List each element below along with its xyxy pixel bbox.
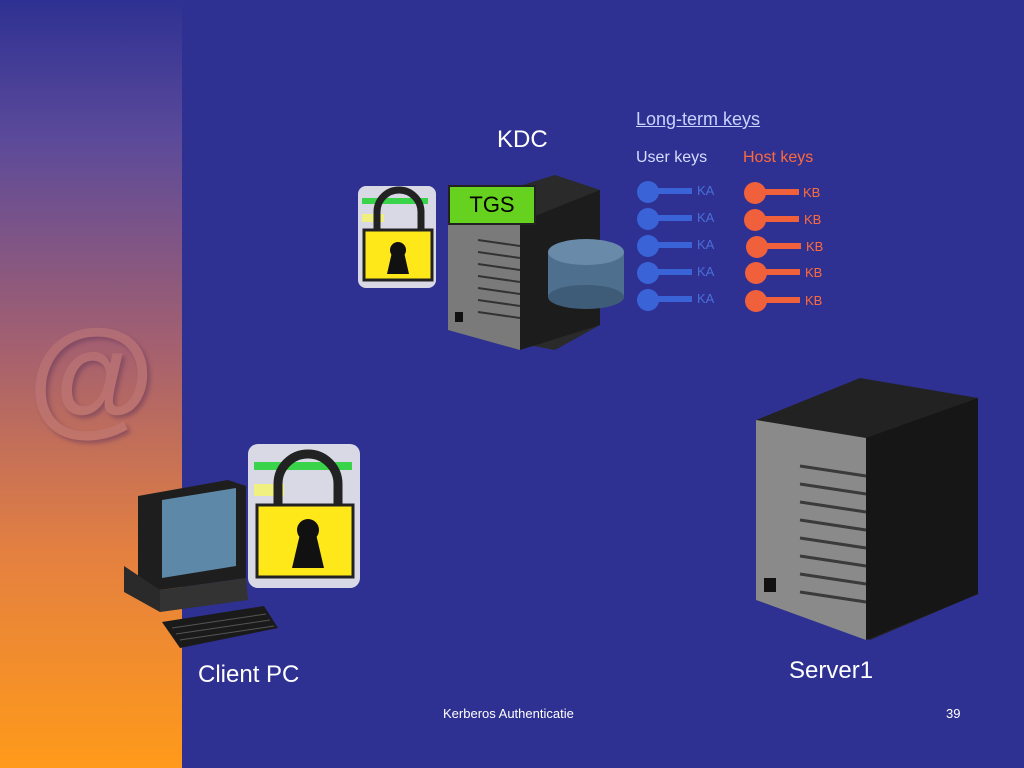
host-keys-icon <box>744 182 801 312</box>
client-pc-label: Client PC <box>198 661 300 688</box>
at-sign-logo: @ <box>28 302 155 448</box>
ka-label: KA <box>697 264 715 279</box>
host-key-icon <box>744 182 799 204</box>
database-icon <box>548 239 624 309</box>
tgs-box: TGS <box>448 185 536 225</box>
kdc-label: KDC <box>497 126 548 153</box>
kb-label: KB <box>804 212 822 227</box>
user-keys-icon <box>637 181 692 311</box>
user-key-icon <box>637 289 692 311</box>
server1-icon <box>756 378 978 640</box>
ka-label: KA <box>697 183 715 198</box>
long-term-keys-link[interactable]: Long-term keys <box>636 109 761 129</box>
ka-label: KA <box>697 291 715 306</box>
user-key-icon <box>637 262 692 284</box>
client-lock-icon <box>248 444 360 588</box>
host-key-icon <box>745 290 800 312</box>
kb-label: KB <box>805 293 823 308</box>
kb-label: KB <box>805 265 823 280</box>
user-key-icon <box>637 208 692 230</box>
footer-title: Kerberos Authenticatie <box>443 706 574 721</box>
user-key-icon <box>637 181 692 203</box>
host-key-icon <box>745 262 800 284</box>
server1-label: Server1 <box>789 657 874 684</box>
ka-label: KA <box>697 237 715 252</box>
host-key-icon <box>744 209 799 231</box>
ka-label: KA <box>697 210 715 225</box>
kb-label: KB <box>806 239 824 254</box>
user-keys-label: User keys <box>636 149 708 166</box>
user-key-icon <box>637 235 692 257</box>
sidebar-gradient <box>0 0 182 768</box>
host-keys-label: Host keys <box>743 149 814 166</box>
kb-label: KB <box>803 185 821 200</box>
kdc-lock-icon <box>358 186 436 288</box>
page-number: 39 <box>946 706 961 721</box>
host-key-icon <box>746 236 801 258</box>
client-pc-icon <box>124 480 278 648</box>
